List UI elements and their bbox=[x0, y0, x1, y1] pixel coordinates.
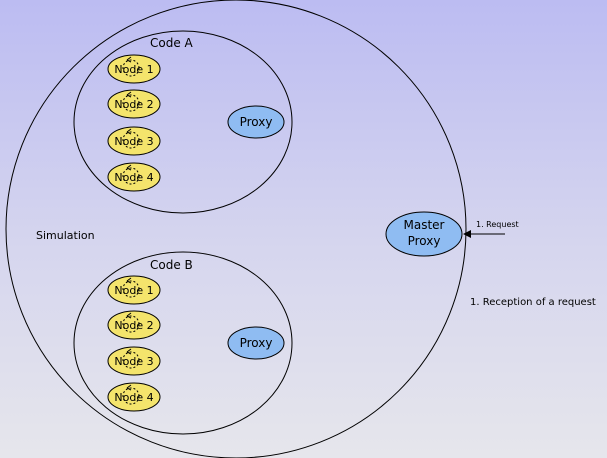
master-proxy-line1: Master bbox=[404, 218, 445, 232]
code-a-boundary bbox=[73, 30, 293, 214]
simulation-label: Simulation bbox=[36, 229, 95, 242]
code-b-node-2[interactable]: Node 2 bbox=[107, 310, 161, 340]
code-b-group: Code B Node 1 Node 2 Node 3 Node 4 bbox=[73, 251, 293, 435]
node-cycle-arrow-icon bbox=[126, 312, 132, 319]
request-label: 1. Request bbox=[476, 220, 519, 229]
code-a-proxy[interactable]: Proxy bbox=[227, 105, 285, 139]
code-a-node-4[interactable]: Node 4 bbox=[107, 162, 161, 192]
node-cycle-arrow-icon bbox=[126, 384, 132, 391]
code-b-node-3[interactable]: Node 3 bbox=[107, 346, 161, 376]
code-b-proxy[interactable]: Proxy bbox=[227, 326, 285, 360]
node-label: Node 3 bbox=[114, 355, 153, 368]
node-cycle-icon bbox=[122, 167, 140, 185]
code-a-title: Code A bbox=[150, 36, 194, 50]
node-label: Node 2 bbox=[114, 98, 153, 111]
master-proxy-line2: Proxy bbox=[408, 234, 441, 248]
node-cycle-icon bbox=[122, 59, 140, 77]
code-a-group: Code A Node 1 Node 2 Node 3 Node 4 bbox=[73, 30, 293, 214]
node-label: Node 3 bbox=[114, 135, 153, 148]
node-label: Node 1 bbox=[114, 284, 153, 297]
code-a-node-3[interactable]: Node 3 bbox=[107, 126, 161, 156]
master-proxy[interactable]: Master Proxy bbox=[385, 211, 463, 257]
node-cycle-arrow-icon bbox=[126, 91, 132, 98]
node-cycle-arrow-icon bbox=[126, 128, 132, 135]
code-a-node-2[interactable]: Node 2 bbox=[107, 89, 161, 119]
node-cycle-arrow-icon bbox=[126, 56, 132, 63]
node-cycle-icon bbox=[122, 131, 140, 149]
node-label: Node 4 bbox=[114, 171, 153, 184]
node-cycle-arrow-icon bbox=[126, 277, 132, 284]
proxy-label: Proxy bbox=[240, 336, 273, 350]
node-label: Node 1 bbox=[114, 63, 153, 76]
proxy-label: Proxy bbox=[240, 115, 273, 129]
node-cycle-arrow-icon bbox=[126, 348, 132, 355]
node-cycle-icon bbox=[122, 280, 140, 298]
code-a-node-1[interactable]: Node 1 bbox=[107, 54, 161, 84]
node-cycle-arrow-icon bbox=[126, 164, 132, 171]
node-label: Node 2 bbox=[114, 319, 153, 332]
code-b-node-4[interactable]: Node 4 bbox=[107, 382, 161, 412]
code-b-node-1[interactable]: Node 1 bbox=[107, 275, 161, 305]
code-b-title: Code B bbox=[150, 258, 193, 272]
simulation-boundary bbox=[5, 0, 467, 458]
code-b-boundary bbox=[73, 251, 293, 435]
node-cycle-icon bbox=[122, 387, 140, 405]
caption: 1. Reception of a request bbox=[470, 297, 596, 308]
node-label: Node 4 bbox=[114, 391, 153, 404]
node-cycle-icon bbox=[122, 351, 140, 369]
node-cycle-icon bbox=[122, 315, 140, 333]
node-cycle-icon bbox=[122, 94, 140, 112]
